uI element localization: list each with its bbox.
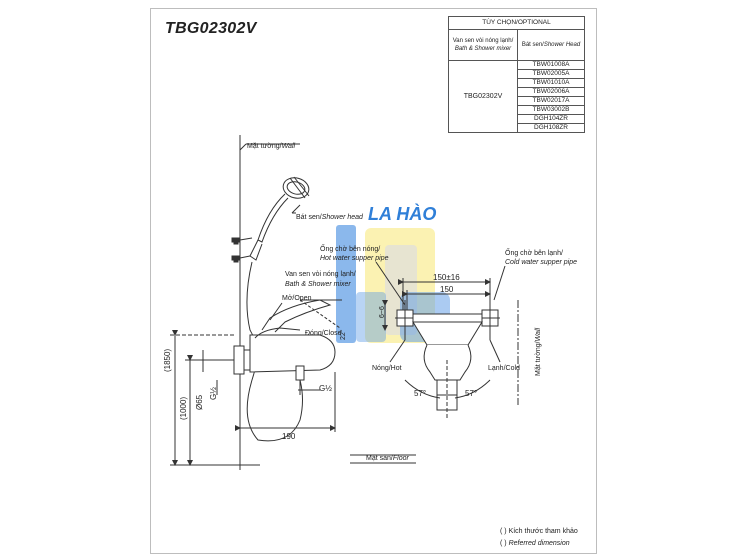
leader-line [493, 265, 506, 301]
angle-22-label: 22° [339, 329, 347, 340]
angle-57-right: 57° [465, 389, 477, 398]
drawing-sheet-border [150, 8, 597, 554]
dim-190: 190 [282, 432, 296, 441]
leader-line [239, 143, 247, 151]
angle-arc [454, 379, 491, 399]
mixer-lever [261, 299, 342, 333]
dim-1850: (1850) [163, 349, 172, 372]
dim-6-6: 6~6 [379, 306, 386, 318]
legend-line-1: ( ) Kích thước tham khảo [500, 528, 578, 535]
leader-line [291, 204, 301, 214]
hot-pipe-label-vi: Ống chờ bên nóng/ [320, 243, 380, 253]
wall-label: Mặt tường/Wall [247, 143, 296, 150]
floor-label: Mặt sàn/Floor [366, 455, 409, 462]
hot-pipe-label-en: Hot water supper pipe [320, 255, 389, 262]
hot-label: Nóng/Hot [372, 365, 402, 372]
cold-pipe-label-vi: Ống chờ bên lạnh/ [505, 247, 563, 257]
legend-line-2: ( ) Referred dimension [500, 540, 570, 547]
watermark-text: LA HÀO [368, 203, 436, 224]
height-dimensions [170, 330, 260, 466]
dim-150-16: 150±16 [433, 273, 460, 282]
options-col1-header: Van sen vòi nóng lạnh/Bath & Shower mixe… [448, 29, 518, 61]
mixer-label-en: Bath & Shower mixer [285, 281, 351, 288]
open-label: Mở/Open [282, 294, 312, 302]
dim-g12-vertical: G½ [209, 387, 218, 400]
dim-150: 150 [440, 285, 454, 294]
mixer-body [233, 327, 336, 395]
shower-head-option: DGH108ZR [517, 123, 585, 133]
shower-head [246, 176, 310, 442]
leader-line [489, 339, 501, 363]
right-wall-label: Mặt tường/Wall [535, 327, 542, 376]
options-table: TÙY CHỌN/OPTIONAL Van sen vòi nóng lạnh/… [448, 16, 585, 133]
options-col2-header: Bát sen/Shower Head [517, 29, 585, 61]
options-model-cell: TBG02302V [448, 60, 518, 133]
mixer-top-view [395, 300, 500, 420]
dim-g12: G½ [319, 384, 332, 393]
angle-57-left: 57° [414, 389, 426, 398]
dim-phi65: Ø65 [195, 394, 204, 410]
cold-pipe-label-en: Cold water supper pipe [505, 259, 577, 266]
close-label: Đóng/Close [305, 330, 342, 337]
leader-line [375, 261, 406, 306]
angle-arc [404, 379, 441, 399]
shower-head-label: Bát sen/Shower head [296, 214, 364, 221]
cold-label: Lạnh/Cold [488, 365, 520, 372]
leader-line [269, 302, 283, 321]
wall-bracket [231, 237, 253, 263]
dim-1000: (1000) [179, 397, 188, 420]
leader-line [389, 339, 406, 363]
model-title: TBG02302V [165, 20, 257, 37]
mixer-label-vi: Van sen vòi nóng lạnh/ [285, 271, 356, 278]
